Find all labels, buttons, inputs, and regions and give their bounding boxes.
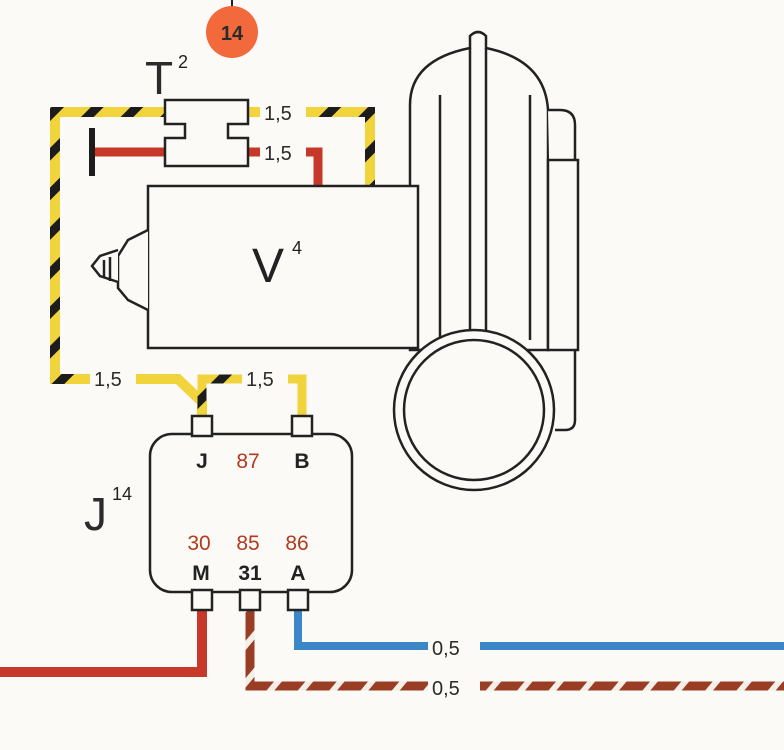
switch-label: T [145, 52, 173, 104]
switch-label-index: 2 [178, 52, 188, 72]
relay-pin-a: A [290, 562, 305, 585]
yellow-wire-j-b [197, 374, 245, 418]
gauge-switch-upper: 1,5 [264, 103, 292, 125]
wiper-motor [90, 30, 580, 492]
motor-label-index: 4 [292, 238, 302, 258]
gauge-loop-right: 1,5 [246, 369, 274, 391]
switch-connector [163, 98, 250, 168]
relay-terminal-85: 85 [236, 532, 259, 555]
red-wire-switch-motor [248, 147, 323, 186]
blue-wire [294, 610, 428, 650]
relay-terminal-87: 87 [236, 450, 259, 473]
red-wire [0, 610, 207, 677]
yellow-wire-to-j [135, 374, 207, 418]
gauge-loop-left: 1,5 [94, 369, 122, 391]
yellow-black-wire-switch-motor [305, 107, 375, 186]
gauge-switch-lower: 1,5 [264, 143, 292, 165]
circuit-number-badge: 14 [206, 0, 258, 58]
relay-label-index: 14 [112, 484, 132, 504]
motor-label: V [252, 240, 284, 293]
brown-white-wire [245, 610, 428, 691]
yellow-black-wire-loop [50, 107, 165, 384]
badge-number: 14 [221, 23, 244, 45]
yellow-wire-b [285, 374, 307, 418]
relay-box [148, 414, 354, 612]
relay-pin-31: 31 [238, 562, 262, 585]
relay-terminal-86: 86 [285, 532, 308, 555]
relay-pin-m: M [192, 562, 210, 585]
relay-terminal-30: 30 [187, 532, 210, 555]
relay-pin-b: B [294, 450, 309, 473]
relay-label: J [84, 488, 107, 540]
relay-pin-j: J [196, 450, 208, 473]
gauge-blue-wire: 0,5 [432, 638, 460, 660]
gauge-brown-white-wire: 0,5 [432, 678, 460, 700]
